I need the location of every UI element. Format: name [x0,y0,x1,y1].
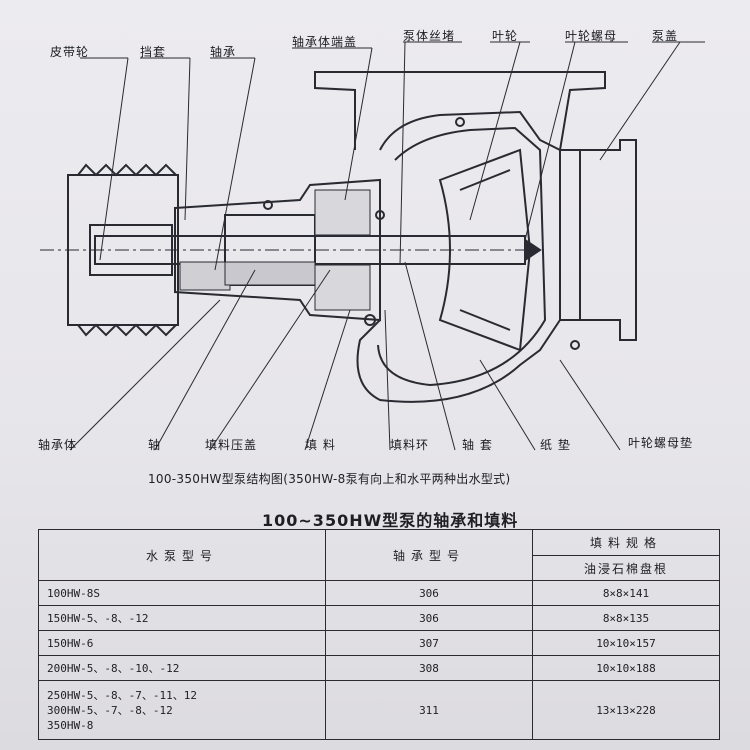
label-pump-body-plug: 泵体丝堵 [403,29,456,43]
cell-packing: 10×10×188 [532,655,720,681]
table-header-row: 水泵型号 轴承型号 填料规格 [38,529,720,581]
label-impeller-nut: 叶轮螺母 [565,29,618,43]
label-impeller: 叶轮 [492,29,519,43]
cell-packing: 8×8×135 [532,605,720,631]
pump-cross-section-diagram [40,41,705,451]
cell-model: 200HW-5、-8、-10、-12 [38,655,326,681]
diagram-caption: 100-350HW型泵结构图(350HW-8泵有向上和水平两种出水型式) [148,472,511,486]
cell-model: 150HW-5、-8、-12 [38,605,326,631]
header-model: 水泵型号 [38,529,326,581]
model-line: 300HW-5、-7、-8、-12 [47,703,173,717]
label-shaft: 轴 [148,438,162,452]
table-subheader-row: 油浸石棉盘根 [39,555,720,581]
cell-bearing: 307 [325,630,533,656]
header-bearing: 轴承型号 [325,529,533,581]
label-packing-gland: 填料压盖 [205,438,258,452]
cell-model: 100HW-8S [38,580,326,606]
model-line: 200HW-5、-8、-10、-12 [47,662,180,675]
label-packing-ring: 填料环 [390,438,430,452]
model-line: 250HW-5、-8、-7、-11、12 [47,688,197,702]
label-pulley: 皮带轮 [50,45,90,59]
cell-model: 150HW-6 [38,630,326,656]
cell-packing: 8×8×141 [532,580,720,606]
header-packing: 填料规格 [532,529,720,556]
label-bearing-cover: 轴承体端盖 [292,35,358,49]
label-paper-gasket: 纸 垫 [540,438,571,452]
model-line: 350HW-8 [47,718,94,732]
cell-bearing: 306 [325,605,533,631]
cell-packing: 10×10×157 [532,630,720,656]
model-line: 150HW-5、-8、-12 [47,612,149,625]
model-line: 100HW-8S [47,586,100,600]
label-shaft-sleeve: 轴 套 [462,438,493,452]
header-packing-sub: 油浸石棉盘根 [532,555,720,581]
label-pump-cover: 泵盖 [652,29,679,43]
cell-bearing: 308 [325,655,533,681]
cell-packing: 13×13×228 [532,680,720,740]
label-retainer: 挡套 [140,45,167,59]
label-impeller-nut-washer: 叶轮螺母垫 [628,436,694,450]
cell-bearing: 311 [325,680,533,740]
label-packing: 填 料 [305,438,336,452]
label-bearing-body: 轴承体 [38,438,78,452]
model-line: 150HW-6 [47,636,94,650]
label-bearing: 轴承 [210,45,237,59]
cell-bearing: 306 [325,580,533,606]
table-title: 100~350HW型泵的轴承和填料 [262,511,519,530]
